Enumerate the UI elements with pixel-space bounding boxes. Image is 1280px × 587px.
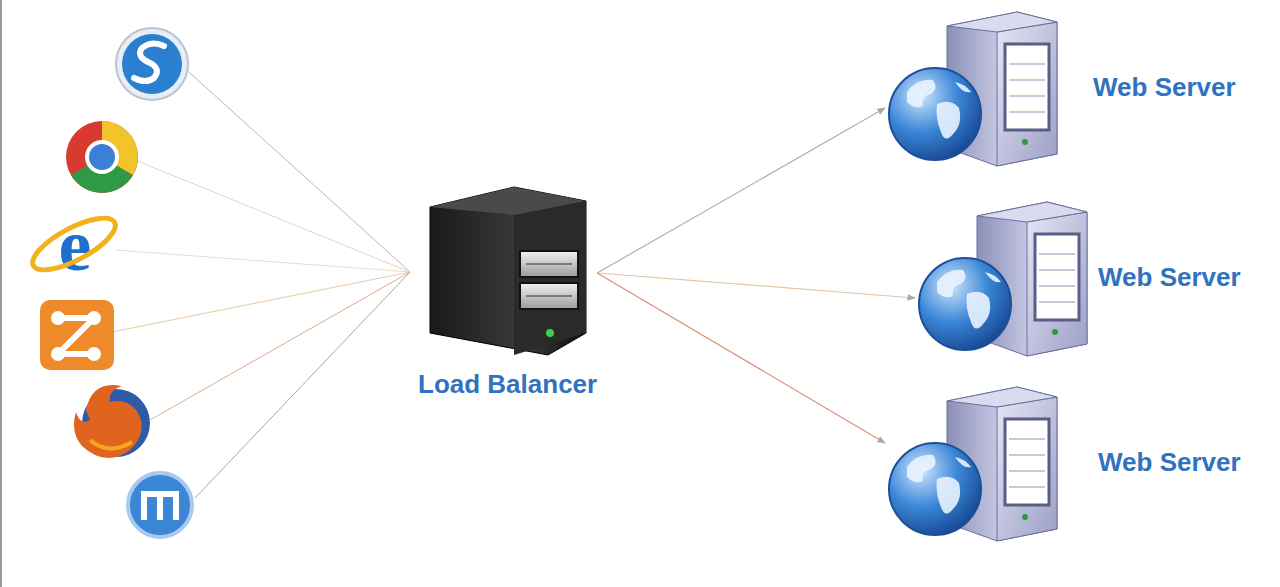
web-server-icon: [885, 8, 1060, 168]
connector-line: [597, 108, 885, 273]
svg-text:e: e: [59, 204, 92, 286]
web-server-icon: [885, 383, 1060, 543]
web-server-node: Web Server: [885, 383, 1241, 543]
node-label: Web Server: [1098, 263, 1241, 293]
web-server-icon: [915, 198, 1090, 358]
web-server-node: Web Server: [885, 8, 1236, 168]
node-label: Web Server: [1093, 73, 1236, 103]
web-server-node: Web Server: [915, 198, 1241, 358]
node-label: Load Balancer: [418, 370, 597, 400]
connector-line: [597, 273, 915, 298]
connector-line: [597, 273, 885, 443]
load-balancer-node: Load Balancer: [418, 183, 597, 400]
node-label: Web Server: [1098, 448, 1241, 478]
load-balancer-icon: [428, 183, 588, 358]
